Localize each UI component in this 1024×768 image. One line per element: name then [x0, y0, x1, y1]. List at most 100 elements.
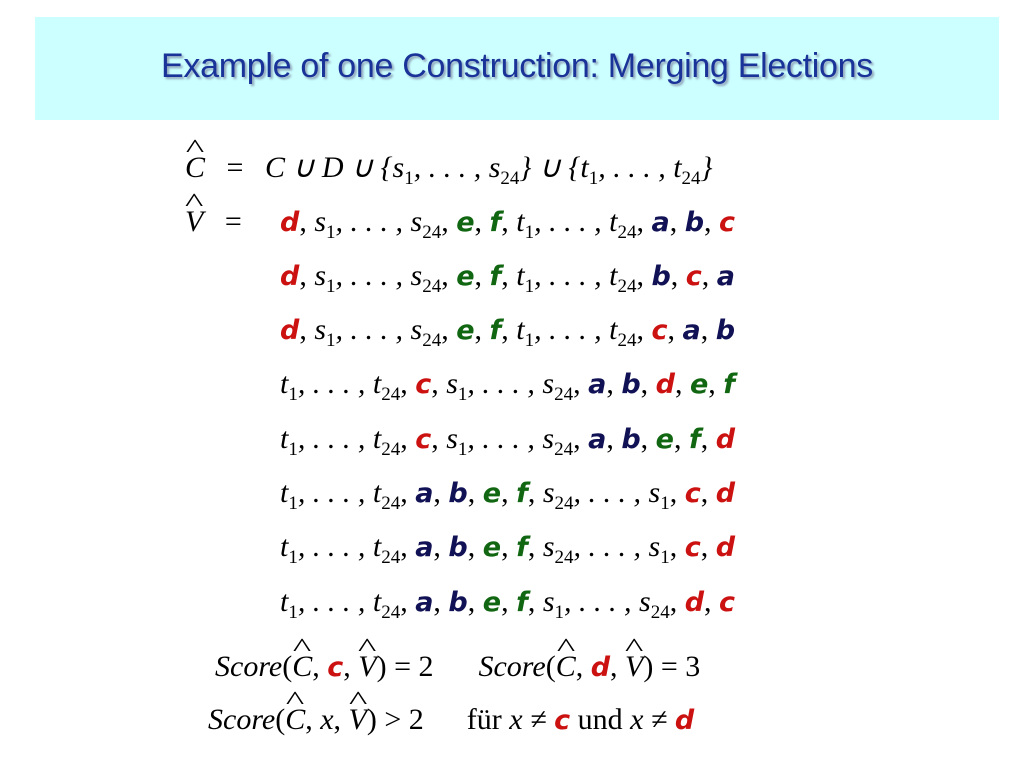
candidate-a: a [682, 315, 701, 346]
candidate-d: d [590, 652, 611, 683]
range-t: t1, . . . , t24 [516, 259, 637, 297]
v-hat-symbol: ^V [185, 188, 204, 238]
candidate-f: f [516, 532, 528, 563]
score-word: Score [208, 703, 276, 736]
candidate-b: b [684, 207, 705, 238]
candidate-a: a [415, 478, 434, 509]
fuer-word: für [466, 703, 502, 736]
candidate-e: e [456, 207, 475, 238]
candidate-d: d [684, 587, 705, 618]
c-hat-symbol: ^C [292, 633, 313, 683]
v-hat-symbol: ^V [625, 633, 644, 683]
candidate-c: c [684, 532, 701, 563]
candidate-f: f [688, 424, 701, 455]
equals-sign: = [226, 151, 244, 184]
candidate-e: e [482, 587, 502, 618]
range-s: s24, . . . , s1 [542, 476, 670, 514]
candidate-set-definition: ^C = C ∪ D ∪ {s1, . . . , s24} ∪ {t1, . … [185, 134, 713, 189]
vote-row: t1, . . . , t24, c, s1, . . . , s24, a, … [280, 422, 736, 460]
candidate-f: f [516, 587, 528, 618]
range-s: s1, . . . , s24 [314, 313, 442, 351]
score-word: Score [478, 650, 546, 683]
c-hat-symbol: ^C [185, 134, 206, 184]
vote-row: t1, . . . , t24, a, b, e, f, s1, . . . ,… [280, 585, 736, 623]
candidate-c: c [651, 315, 668, 346]
candidate-e: e [456, 261, 475, 292]
candidate-f: f [489, 315, 502, 346]
candidate-b: b [621, 369, 641, 400]
candidate-d: d [715, 478, 736, 509]
range-s: s1, . . . , s24 [446, 422, 574, 460]
variable-x: x [320, 703, 334, 736]
candidate-e: e [456, 315, 475, 346]
candidate-c: c [327, 652, 344, 683]
equals-sign: = [224, 205, 242, 238]
range-t: t1, . . . , t24 [516, 205, 637, 243]
range-t: t1, . . . , t24 [280, 422, 401, 460]
candidate-a: a [716, 261, 736, 292]
range-s: s1, . . . , s24 [542, 585, 670, 623]
candidate-set-expression: C ∪ D ∪ {s1, . . . , s24} ∪ {t1, . . . ,… [264, 151, 713, 189]
candidate-d: d [715, 532, 736, 563]
range-t: t1, . . . , t24 [516, 313, 637, 351]
candidate-e: e [482, 478, 502, 509]
candidate-d: d [674, 705, 695, 736]
candidate-d: d [280, 261, 300, 292]
range-t: t1, . . . , t24 [280, 367, 401, 405]
candidate-b: b [448, 587, 468, 618]
vote-row: t1, . . . , t24, a, b, e, f, s24, . . . … [280, 530, 736, 568]
score-c-value: = 2 [394, 650, 434, 683]
vote-row: d, s1, . . . , s24, e, f, t1, . . . , t2… [280, 205, 736, 243]
range-s: s1, . . . , s24 [446, 367, 574, 405]
c-hat-symbol: ^C [555, 633, 576, 683]
candidate-c: c [415, 424, 432, 455]
candidate-f: f [489, 207, 502, 238]
candidate-e: e [655, 424, 674, 455]
score-x-relation: > 2 [384, 703, 424, 736]
range-t: t1, . . . , t24 [280, 585, 401, 623]
score-line-2: Score(^C, x, ^V) > 2 für x ≠ c und x ≠ d [208, 686, 695, 736]
candidate-a: a [415, 587, 434, 618]
score-word: Score [215, 650, 283, 683]
candidate-a: a [588, 424, 607, 455]
candidate-d: d [280, 207, 300, 238]
candidate-d: d [715, 424, 736, 455]
candidate-b: b [715, 315, 736, 346]
range-s: s1, . . . , s24 [314, 205, 442, 243]
range-t: t1, . . . , t24 [280, 530, 401, 568]
v-hat-symbol: ^V [358, 633, 377, 683]
candidate-e: e [482, 532, 502, 563]
condition-x-neq-d: x ≠ [630, 703, 668, 736]
candidate-b: b [448, 478, 468, 509]
vote-list-label: ^V = [185, 188, 256, 238]
vote-row: d, s1, . . . , s24, e, f, t1, . . . , t2… [280, 313, 736, 351]
score-d-value: = 3 [660, 650, 701, 683]
title-band: Example of one Construction: Merging Ele… [35, 17, 999, 120]
candidate-c: c [415, 369, 432, 400]
candidate-b: b [621, 424, 641, 455]
candidate-c: c [719, 587, 736, 618]
candidate-c: c [685, 261, 702, 292]
candidate-f: f [516, 478, 528, 509]
range-s: s1, . . . , s24 [314, 259, 442, 297]
candidate-a: a [588, 369, 607, 400]
candidate-b: b [651, 261, 671, 292]
score-line-1: Score(^C, c, ^V) = 2 Score(^C, d, ^V) = … [215, 633, 701, 683]
candidate-b: b [448, 532, 468, 563]
candidate-d: d [280, 315, 300, 346]
candidate-c: c [719, 207, 736, 238]
candidate-e: e [689, 369, 709, 400]
vote-row: t1, . . . , t24, c, s1, . . . , s24, a, … [280, 367, 736, 405]
range-t: t1, . . . , t24 [280, 476, 401, 514]
slide-title: Example of one Construction: Merging Ele… [161, 47, 873, 85]
candidate-a: a [415, 532, 434, 563]
candidate-c: c [554, 705, 571, 736]
range-s: s24, . . . , s1 [542, 530, 670, 568]
c-hat-symbol: ^C [285, 686, 306, 736]
vote-row: d, s1, . . . , s24, e, f, t1, . . . , t2… [280, 259, 736, 297]
candidate-f: f [723, 369, 736, 400]
candidate-f: f [489, 261, 502, 292]
v-hat-symbol: ^V [348, 686, 367, 736]
candidate-c: c [684, 478, 701, 509]
condition-x-neq-c: x ≠ [509, 703, 547, 736]
